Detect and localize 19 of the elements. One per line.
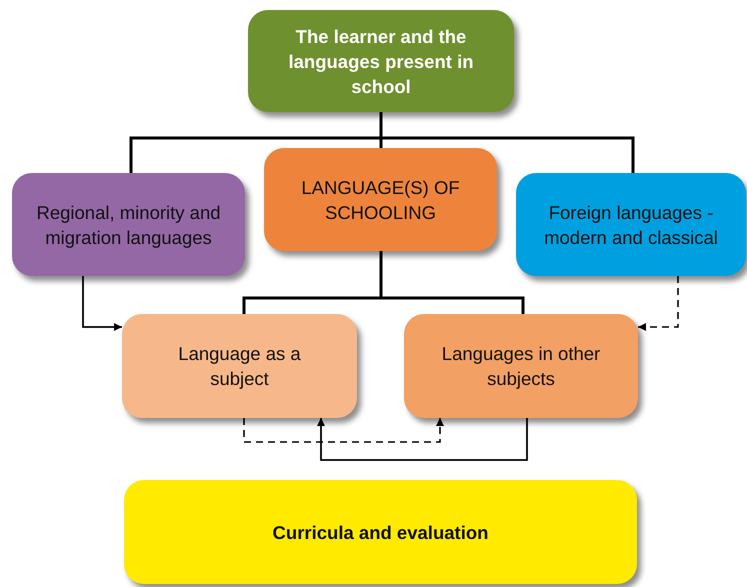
box-label: Curricula and evaluation	[272, 520, 488, 544]
box-label: LANGUAGE(S) OF SCHOOLING	[300, 176, 461, 224]
subject-box	[122, 314, 357, 418]
category-box	[516, 173, 746, 276]
category-box	[12, 173, 245, 276]
box-label: Foreign languages - modern and classical	[543, 200, 719, 250]
connector-line	[380, 112, 634, 173]
subject-box	[404, 314, 638, 418]
footer-box	[124, 480, 637, 584]
title-box	[248, 10, 514, 112]
arrow	[638, 276, 679, 331]
box-label: Regional, minority and migration languages	[36, 200, 221, 250]
arrow	[82, 276, 122, 331]
arrow	[317, 418, 528, 461]
central-box	[264, 148, 497, 251]
arrow	[243, 418, 444, 443]
box-label: Languages in other subjects	[440, 342, 602, 391]
box-label: Language as a subject	[177, 342, 302, 391]
box-label: The learner and the languages present in school	[287, 24, 475, 98]
